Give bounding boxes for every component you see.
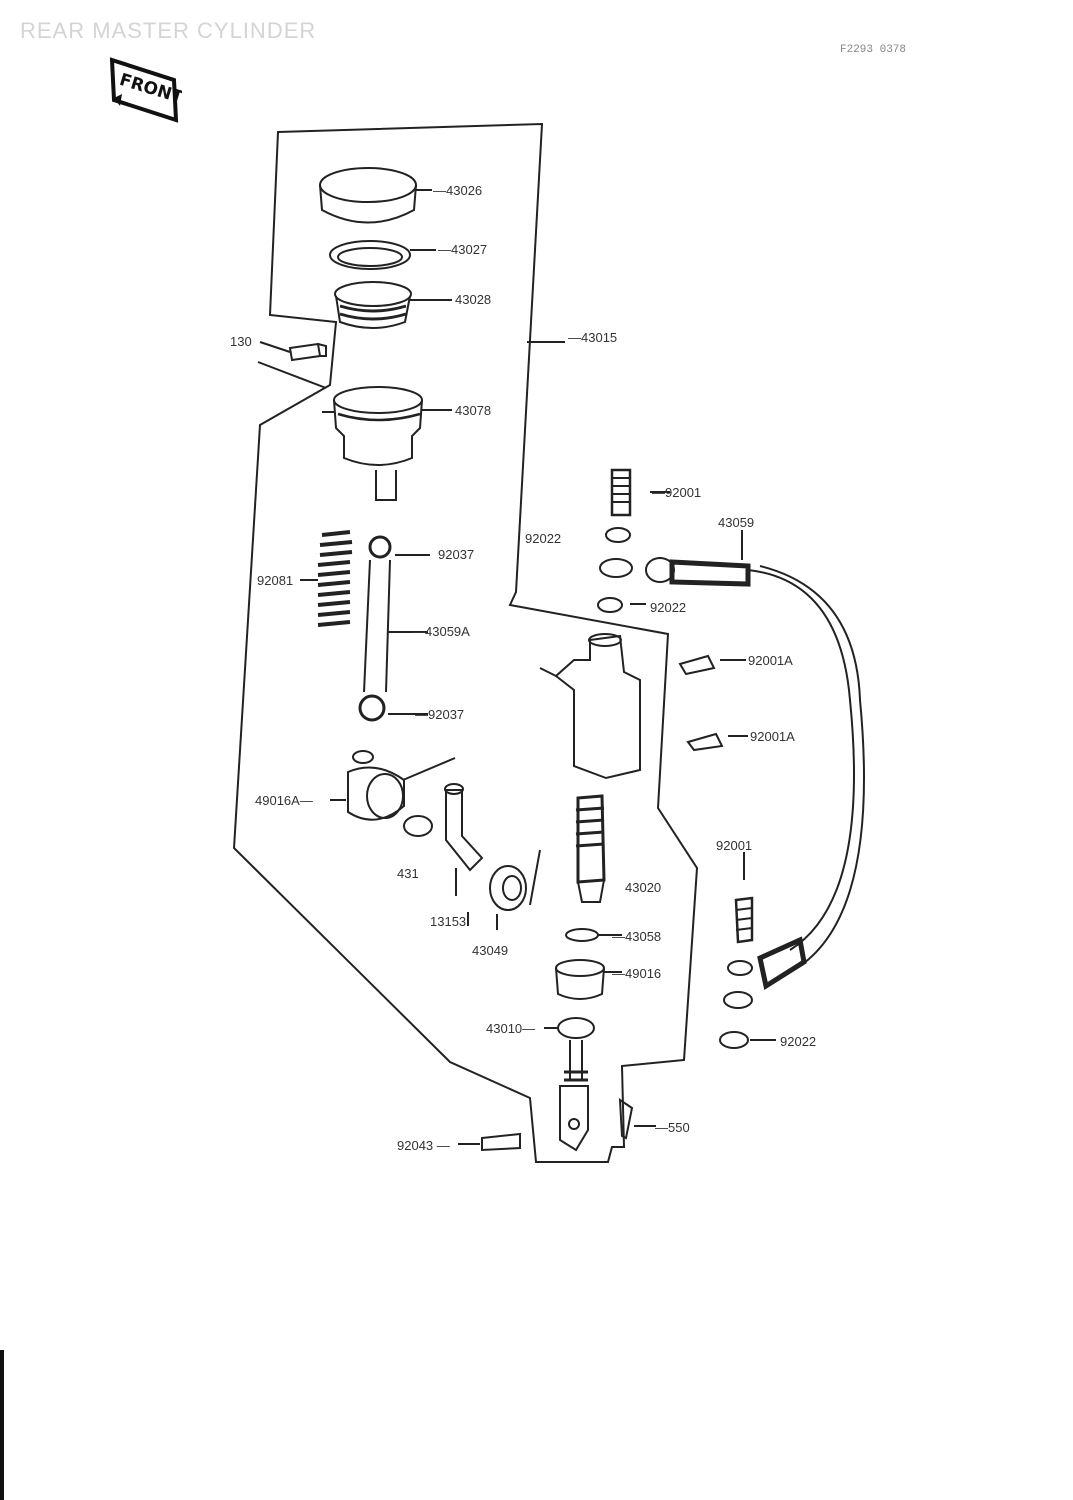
assembly-outline [232,122,699,1163]
label-43078: 43078 [455,403,492,418]
label-43028: 43028 [455,292,492,307]
label-130: 130 [230,334,252,349]
label-92081: 92081 [257,573,294,588]
bolt-130-icon [257,341,327,389]
label-49016: —49016 [612,966,662,981]
label-43058: —43058 [612,929,662,944]
label-43049: 43049 [472,943,509,958]
master-cylinder-body-icon [529,633,641,906]
diaphragm-ring-icon [329,240,436,270]
label-43010: 43010— [486,1021,536,1036]
label-92037-bot: —92037 [415,707,465,722]
clevis-pin-92043-icon [458,1132,521,1152]
label-13153: 13153 [430,914,467,929]
reservoir-tank-icon [322,386,452,501]
dust-boot-49016-icon [555,959,622,1000]
spring-92081-icon [300,530,353,627]
label-43059A: —43059A [412,624,470,639]
label-92001A-top: 92001A [748,653,793,668]
scan-edge-bar [0,1350,4,1500]
label-43059: 43059 [718,515,755,530]
bolt-92001-icon [734,852,754,944]
label-43015: —43015 [568,330,618,345]
hose-43059A-icon [358,535,430,722]
label-431: 431 [397,866,419,881]
label-92043: 92043 — [397,1138,450,1153]
drawing-code: F2293 0378 [840,44,907,56]
label-49016A: 49016A— [255,793,313,808]
grommet-43049-icon [489,865,527,930]
front-direction-badge: FRONT [108,54,185,124]
bolt-92001A-icon [678,654,748,752]
brake-hose-43059-icon [597,468,865,1049]
label-92037-top: 92037 [438,547,475,562]
seal-43058-icon [565,928,622,942]
label-92022-left: 92022 [525,531,562,546]
diaphragm-plate-icon [334,281,452,329]
diagram-title: REAR MASTER CYLINDER [20,18,317,43]
label-92022-mid: 92022 [650,600,687,615]
label-92001-right: 92001 [716,838,753,853]
push-rod-43010-icon [544,1017,595,1152]
label-92001-top: —92001 [652,485,702,500]
piston-43020-icon [575,794,606,903]
reservoir-cap-icon [319,167,432,224]
label-550: —550 [655,1120,690,1135]
label-43027: —43027 [438,242,488,257]
label-92001A-bot: 92001A [750,729,795,744]
label-43026: —43026 [433,183,483,198]
label-92022-bot: 92022 [780,1034,817,1049]
cotter-pin-550-icon [618,1098,656,1140]
reservoir-hose-union-icon [330,750,484,926]
label-43020: 43020 [625,880,662,895]
